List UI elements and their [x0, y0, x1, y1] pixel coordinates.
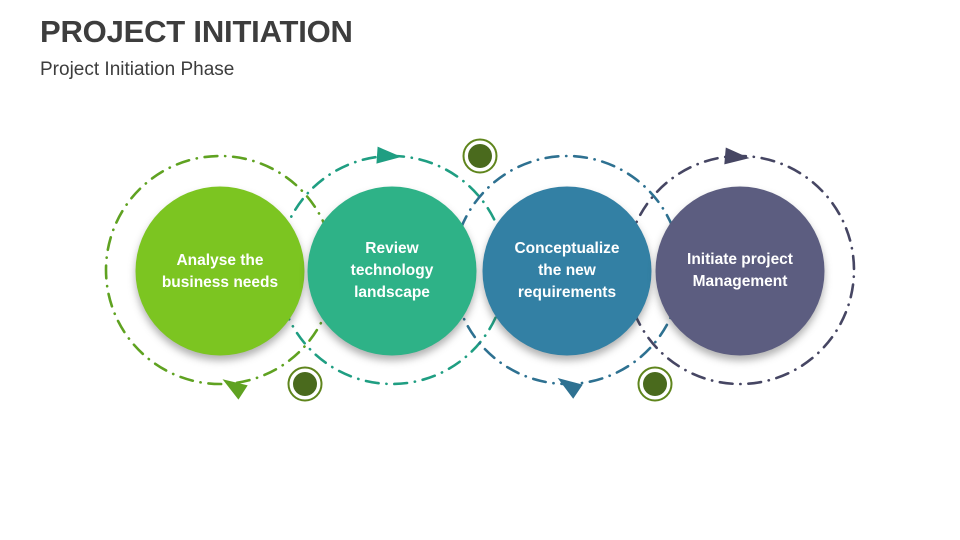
step3-label-line: Conceptualize: [514, 240, 620, 257]
step2-label: Review technology landscape: [306, 238, 478, 304]
flow-arrow-icon: [376, 146, 402, 164]
connector-dot-icon: [462, 138, 498, 174]
step2-circle: [307, 186, 477, 356]
flow-arrow-icon: [557, 378, 583, 399]
step3-label: Conceptualize the new requirements: [481, 238, 653, 304]
connector-dot-icon: [287, 366, 323, 402]
page-title: PROJECT INITIATION: [40, 14, 353, 49]
step4-label-line: Initiate project: [687, 251, 793, 268]
step3-label-line: the new: [538, 262, 596, 279]
step1-dashed-ring: [104, 154, 336, 386]
step4-label: Initiate project Management: [654, 249, 826, 293]
step3-circle: [482, 186, 652, 356]
step1-label-line: Analyse the: [176, 252, 264, 269]
flow-arrow-icon: [222, 379, 248, 400]
step4-circle: [655, 186, 825, 356]
connector-dot-icon: [637, 366, 673, 402]
step2-label-line: landscape: [354, 284, 430, 301]
step1-circle: [135, 186, 305, 356]
step2-label-line: Review: [365, 240, 419, 257]
flow-arrow-icon: [724, 147, 750, 165]
page-subtitle: Project Initiation Phase: [40, 59, 235, 80]
step2-label-line: technology: [350, 262, 434, 279]
step3-label-line: requirements: [517, 284, 617, 301]
step1-label-line: business needs: [161, 274, 279, 291]
step1-label: Analyse the business needs: [134, 250, 306, 294]
step4-label-line: Management: [692, 273, 788, 290]
